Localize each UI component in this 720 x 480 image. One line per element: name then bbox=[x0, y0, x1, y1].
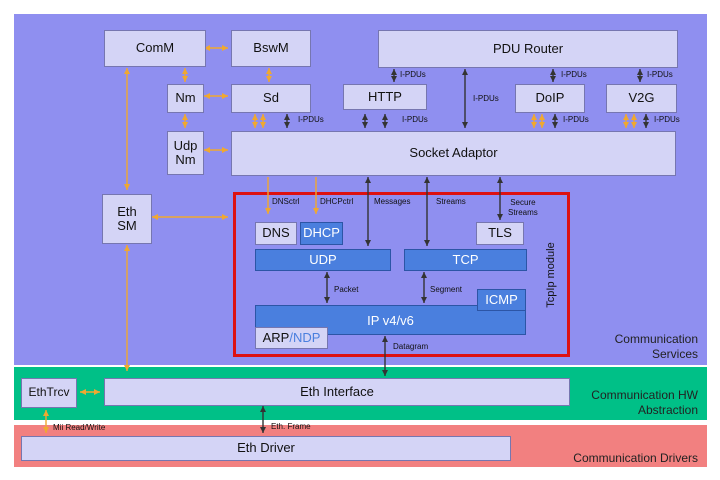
v2g-module[interactable]: V2G bbox=[606, 84, 677, 113]
hw-label-line2: Abstraction bbox=[637, 403, 698, 417]
udp-nm-line2: Nm bbox=[175, 152, 196, 167]
comm-module[interactable]: ComM bbox=[104, 30, 206, 67]
eth-trcv-module[interactable]: EthTrcv bbox=[21, 378, 77, 408]
ipdus-sd-label: I-PDUs bbox=[298, 115, 324, 124]
eth-interface-module[interactable]: Eth Interface bbox=[104, 378, 570, 406]
ndp-text: NDP bbox=[292, 329, 321, 345]
http-module[interactable]: HTTP bbox=[343, 84, 427, 110]
packet-label: Packet bbox=[334, 285, 359, 294]
hw-label-line1: Communication HW bbox=[591, 388, 698, 402]
tcpip-module-label: TcpIp module bbox=[545, 242, 557, 308]
udp-module[interactable]: UDP bbox=[255, 249, 391, 271]
icmp-module[interactable]: ICMP bbox=[477, 289, 526, 311]
secure-streams-line2: Streams bbox=[508, 207, 538, 217]
eth-sm-module[interactable]: Eth SM bbox=[102, 194, 152, 244]
socket-adaptor-module[interactable]: Socket Adaptor bbox=[231, 131, 676, 176]
secure-streams-line1: Secure bbox=[510, 198, 536, 207]
arp-text: ARP bbox=[262, 329, 290, 345]
mii-read-write-label: Mii Read/Write bbox=[53, 423, 106, 432]
ipdus-v2g-label: I-PDUs bbox=[654, 115, 680, 124]
dhcpctrl-label: DHCPctrl bbox=[320, 197, 354, 206]
bswm-module[interactable]: BswM bbox=[231, 30, 311, 67]
dnsctrl-label: DNSctrl bbox=[272, 197, 300, 206]
services-layer-label: Communication Services bbox=[560, 332, 698, 362]
ipdus-doip-top-label: I-PDUs bbox=[561, 70, 587, 79]
ipdus-http-label: I-PDUs bbox=[402, 115, 428, 124]
udp-nm-module[interactable]: Udp Nm bbox=[167, 131, 204, 175]
eth-sm-line1: Eth bbox=[117, 203, 137, 219]
streams-label: Streams bbox=[436, 197, 466, 206]
services-label-line2: Services bbox=[651, 347, 698, 361]
tls-module[interactable]: TLS bbox=[476, 222, 524, 245]
arp-ndp-separator: / bbox=[289, 329, 293, 345]
nm-module[interactable]: Nm bbox=[167, 84, 204, 113]
dns-module[interactable]: DNS bbox=[255, 222, 297, 245]
doip-module[interactable]: DoIP bbox=[515, 84, 585, 113]
dhcp-module[interactable]: DHCP bbox=[300, 222, 343, 245]
ipdus-doip-label: I-PDUs bbox=[563, 115, 589, 124]
datagram-label: Datagram bbox=[393, 342, 429, 351]
messages-label: Messages bbox=[374, 197, 411, 206]
eth-sm-line2: SM bbox=[117, 218, 137, 233]
drivers-layer-label: Communication Drivers bbox=[573, 451, 698, 465]
secure-streams-label: Secure Streams bbox=[508, 198, 538, 217]
ipdus-v2g-top-label: I-PDUs bbox=[647, 70, 673, 79]
tcpip-module-frame bbox=[233, 192, 570, 357]
udp-nm-line1: Udp bbox=[173, 137, 198, 153]
sd-module[interactable]: Sd bbox=[231, 84, 311, 113]
hw-layer-label: Communication HW Abstraction bbox=[560, 388, 698, 418]
arp-ndp-module[interactable]: ARP/NDP bbox=[255, 327, 328, 349]
services-label-line1: Communication bbox=[614, 332, 698, 346]
tcp-module[interactable]: TCP bbox=[404, 249, 527, 271]
eth-driver-module[interactable]: Eth Driver bbox=[21, 436, 511, 461]
segment-label: Segment bbox=[430, 285, 463, 294]
pdu-router-module[interactable]: PDU Router bbox=[378, 30, 678, 68]
ipdus-router-socket-label: I-PDUs bbox=[473, 94, 499, 103]
eth-frame-label: Eth. Frame bbox=[271, 422, 311, 431]
ipdus-router-sd-label: I-PDUs bbox=[400, 70, 426, 79]
